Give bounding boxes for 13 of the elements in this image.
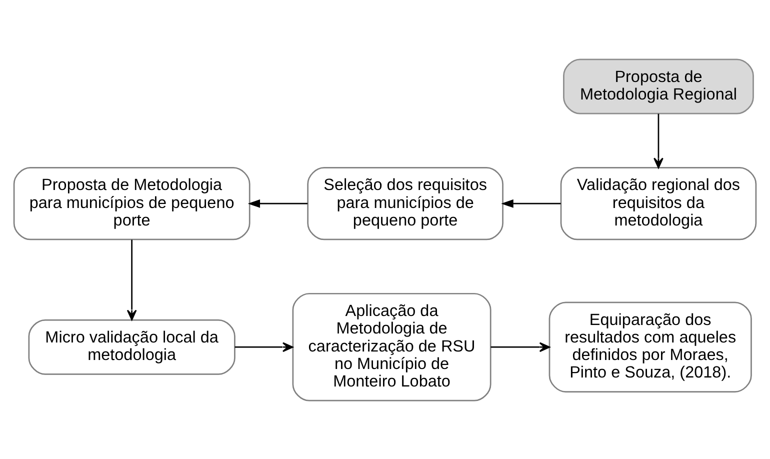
node-box: Seleção dos requisitos para municípios de pequeno porte [307, 166, 504, 240]
node-box: Micro validação local da metodologia [28, 318, 236, 374]
node-box: Equiparação dos resultados com aqueles definidos por Moraes, Pinto e Souza, (2018). [548, 301, 752, 392]
arrow [501, 198, 561, 208]
arrow [234, 342, 294, 352]
node-box: Validação regional dos requisitos da metodologia [560, 166, 757, 240]
arrow [248, 198, 308, 208]
node-box: Proposta de Metodologia para municípios de pequeno porte [13, 166, 250, 240]
node-box: Proposta de Metodologia Regional [563, 58, 754, 114]
arrow [490, 342, 550, 352]
node-box: Aplicação da Metodologia de caracterização de RSU no Município de Monteiro Lobato [292, 292, 492, 401]
arrow [126, 239, 137, 320]
arrow [654, 113, 664, 168]
